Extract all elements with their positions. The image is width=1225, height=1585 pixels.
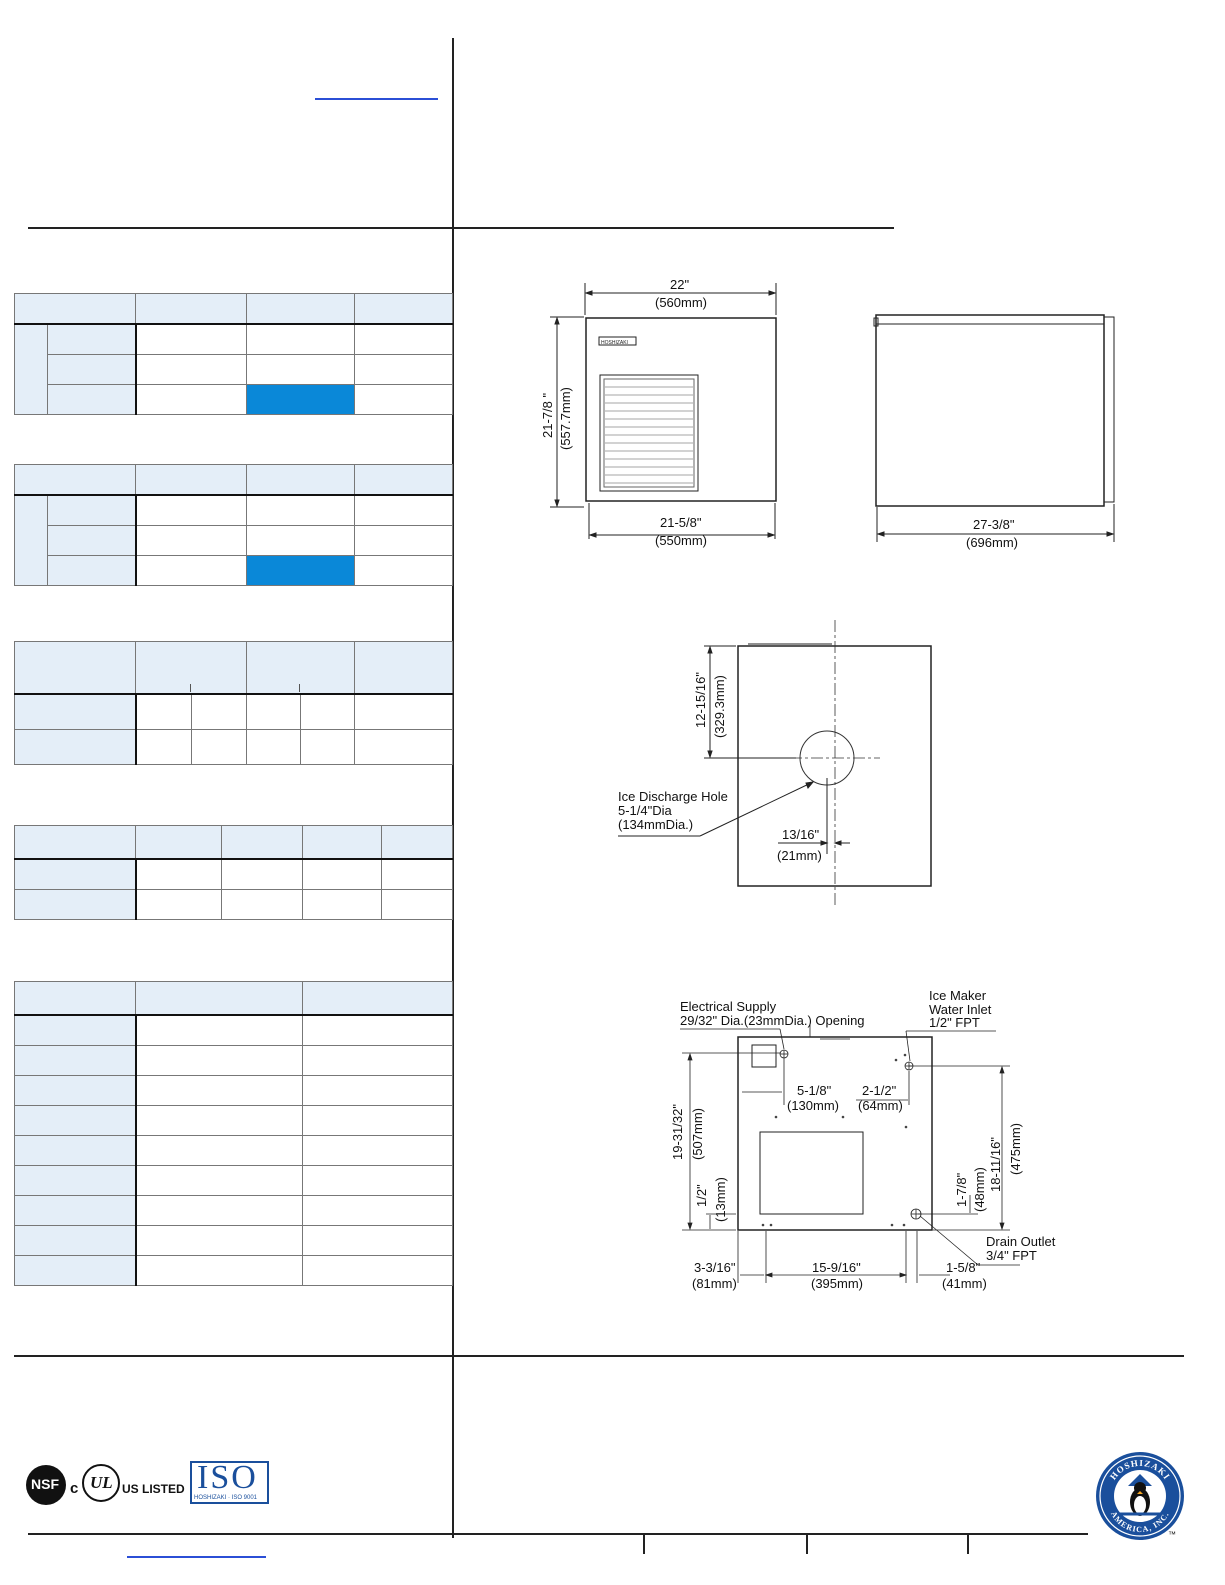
tick-mark (299, 684, 300, 692)
table-row (14, 1105, 453, 1136)
header-rule-left (28, 227, 452, 229)
top-depth-to-hole-mm: (329.3mm) (712, 675, 727, 738)
table-row (15, 384, 453, 415)
table-header-row (14, 641, 453, 695)
table-row (14, 889, 453, 920)
spec-table-4 (14, 825, 453, 920)
web-link-underline-top[interactable] (315, 98, 438, 100)
bottom-divider-2 (806, 1534, 808, 1554)
table-row (14, 1165, 453, 1196)
rear-d1: 5-1/8" (797, 1083, 832, 1098)
table-row (14, 1135, 453, 1166)
rear-b3: 1-5/8" (946, 1260, 981, 1275)
front-width-bottom: 21-5/8" (660, 515, 702, 530)
table-header-row (14, 293, 453, 325)
rear-view-drawing (680, 1025, 1020, 1283)
ul-logo-text: UL (90, 1473, 113, 1492)
drain-size: 3/4" FPT (986, 1248, 1037, 1263)
footer-rule (14, 1355, 1184, 1357)
front-height: 21-7/8 " (540, 392, 555, 438)
top-view-drawing (618, 620, 932, 905)
table-header-row (14, 464, 453, 496)
electrical-title: Electrical Supply (680, 999, 777, 1014)
water-title-1: Ice Maker (929, 988, 987, 1003)
header-rule-right (454, 227, 894, 229)
table-row (14, 323, 453, 415)
rear-d2-mm: (64mm) (858, 1098, 903, 1113)
electrical-desc: 29/32" Dia.(23mmDia.) Opening (680, 1013, 865, 1028)
rear-h1-mm: (507mm) (690, 1107, 705, 1160)
rear-h4-mm: (48mm) (972, 1167, 987, 1212)
water-size: 1/2" FPT (929, 1015, 980, 1030)
iso-logo: ISO HOSHIZAKI · ISO 9001 (190, 1459, 269, 1504)
drain-title: Drain Outlet (986, 1234, 1056, 1249)
hole-size: 5-1/4"Dia (618, 803, 672, 818)
front-width-bottom-mm: (550mm) (655, 533, 708, 548)
column-divider (452, 38, 454, 1538)
side-depth: 27-3/8" (973, 517, 1015, 532)
cert-c: c (70, 1480, 79, 1497)
rear-d1-mm: (130mm) (787, 1098, 840, 1113)
table-row (15, 354, 453, 385)
water-title-2: Water Inlet (929, 1002, 992, 1017)
table-row (14, 693, 453, 730)
nsf-logo-text: NSF (31, 1476, 59, 1492)
iso-logo-sub: HOSHIZAKI · ISO 9001 (194, 1495, 258, 1501)
highlight-cell (246, 555, 355, 586)
front-width-top-mm: (560mm) (655, 295, 708, 310)
rear-b1-mm: (81mm) (692, 1276, 737, 1291)
table-row (14, 1255, 453, 1286)
rear-b2: 15-9/16" (812, 1260, 861, 1275)
rear-h1: 19-31/32" (670, 1104, 685, 1160)
ul-logo: UL (82, 1464, 120, 1502)
bottom-divider-3 (967, 1534, 969, 1554)
table-row (14, 729, 453, 765)
rear-b2-mm: (395mm) (811, 1276, 864, 1291)
side-depth-mm: (696mm) (966, 535, 1019, 550)
table-row (15, 555, 453, 586)
rear-h4: 1-7/8" (954, 1172, 969, 1207)
table-header-row (14, 825, 453, 860)
cert-us-listed: US LISTED (122, 1482, 185, 1496)
front-width-top: 22" (670, 277, 690, 292)
rear-h2-mm: (13mm) (713, 1177, 728, 1222)
top-depth-to-hole: 12-15/16" (693, 672, 708, 728)
bottom-divider-1 (643, 1534, 645, 1554)
front-label: HOSHIZAKI (601, 340, 628, 346)
table-header-row (14, 981, 453, 1016)
hoshizaki-logo: HOSHIZAKI AMERICA, INC. (1096, 1452, 1184, 1540)
table-row (14, 494, 453, 586)
top-offset: 13/16" (782, 827, 820, 842)
bottom-rule (28, 1533, 1088, 1535)
table-row (14, 1045, 453, 1076)
front-height-mm: (557.7mm) (558, 387, 573, 450)
table-row (14, 1225, 453, 1256)
rear-d2: 2-1/2" (862, 1083, 897, 1098)
front-view-drawing: HOSHIZAKI (550, 283, 777, 539)
top-offset-mm: (21mm) (777, 848, 822, 863)
tick-mark (190, 684, 191, 692)
web-link-underline-bottom[interactable] (127, 1556, 266, 1558)
rear-h2: 1/2" (694, 1184, 709, 1207)
spec-table-1 (14, 293, 453, 415)
table-row (14, 1195, 453, 1226)
spec-table-5 (14, 981, 453, 1286)
rear-b3-mm: (41mm) (942, 1276, 987, 1291)
table-row (14, 1014, 453, 1046)
rear-h3: 18-11/16" (988, 1137, 1003, 1192)
trademark: ™ (1168, 1530, 1176, 1539)
spec-table-3 (14, 641, 453, 765)
side-view-drawing (873, 314, 1115, 542)
rear-h3-mm: (475mm) (1008, 1122, 1023, 1175)
table-row (14, 858, 453, 890)
hole-title: Ice Discharge Hole (618, 789, 728, 804)
rear-b1: 3-3/16" (694, 1260, 736, 1275)
spec-table-2 (14, 464, 453, 586)
highlight-cell (246, 384, 355, 415)
table-row (15, 525, 453, 556)
hole-size-mm: (134mmDia.) (618, 817, 694, 832)
iso-logo-text: ISO (197, 1459, 258, 1496)
table-row (14, 1075, 453, 1106)
nsf-logo: NSF (26, 1465, 66, 1505)
